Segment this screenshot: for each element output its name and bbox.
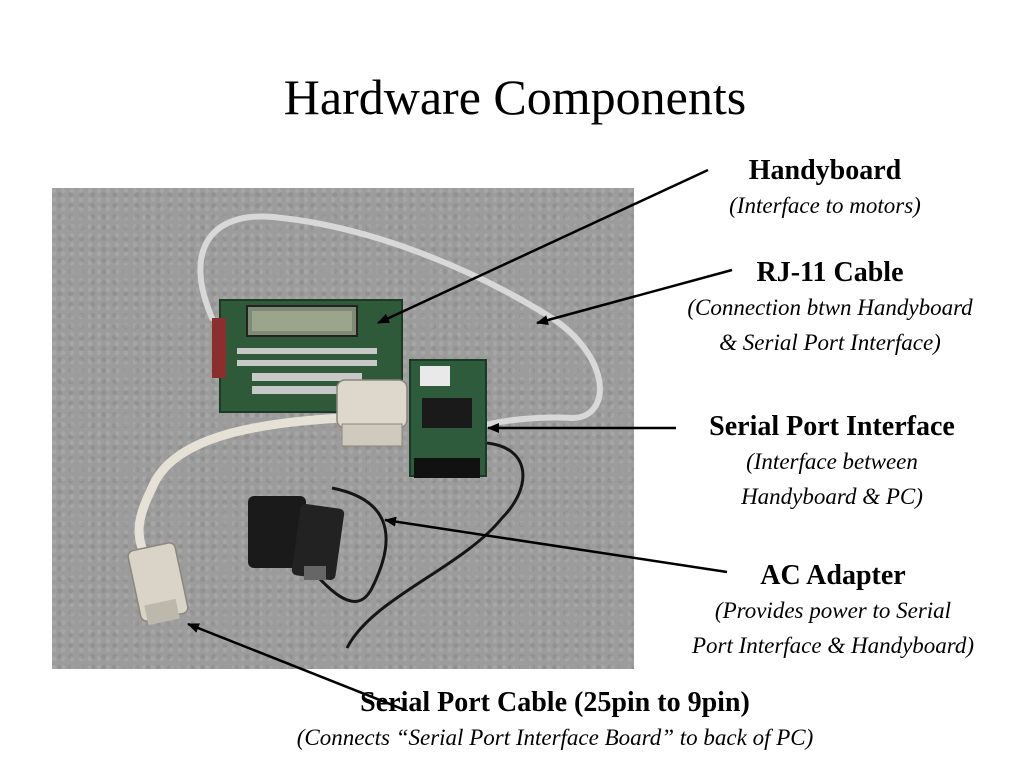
- ac-adapter-name: AC Adapter: [760, 560, 906, 591]
- ac-adapter-shape: [248, 496, 345, 581]
- label-serial-port-interface: Serial Port Interface (Interface between…: [672, 410, 992, 514]
- serial-port-interface-shape: [409, 359, 487, 478]
- label-handyboard: Handyboard (Interface to motors): [700, 154, 950, 223]
- ac-adapter-desc-line2: Port Interface & Handyboard): [691, 633, 975, 658]
- slide-title: Hardware Components: [283, 69, 747, 125]
- spi-desc-line2: Handyboard & PC): [741, 484, 923, 509]
- handyboard-desc: (Interface to motors): [729, 193, 921, 218]
- handyboard-shape: [212, 299, 403, 413]
- handyboard-name: Handyboard: [748, 155, 902, 186]
- arrow-rj11: [536, 268, 733, 325]
- label-rj11-cable: RJ-11 Cable (Connection btwn Handyboard …: [650, 256, 1010, 360]
- serial-cable-desc: (Connects “Serial Port Interface Board” …: [296, 725, 814, 750]
- spi-desc-line1: (Interface between: [746, 449, 918, 474]
- label-ac-adapter: AC Adapter (Provides power to Serial Por…: [650, 559, 1016, 663]
- db25-connector-shape: [336, 379, 408, 447]
- rj11-desc-line1: (Connection btwn Handyboard: [687, 295, 973, 320]
- serial-cable-name: Serial Port Cable (25pin to 9pin): [360, 687, 750, 718]
- serial-cable-shape: [134, 413, 347, 553]
- rj11-cable-shape: [197, 213, 603, 429]
- rj11-name: RJ-11 Cable: [756, 257, 904, 288]
- db9-connector-shape: [127, 542, 189, 626]
- label-serial-port-cable: Serial Port Cable (25pin to 9pin) (Conne…: [200, 686, 910, 755]
- arrow-serial-cable: [187, 622, 406, 712]
- ac-adapter-desc-line1: (Provides power to Serial: [714, 598, 952, 623]
- spi-name: Serial Port Interface: [709, 411, 955, 442]
- arrow-handyboard: [377, 168, 709, 325]
- rj11-desc-line2: & Serial Port Interface): [719, 330, 941, 355]
- arrow-ac-adapter: [384, 516, 728, 574]
